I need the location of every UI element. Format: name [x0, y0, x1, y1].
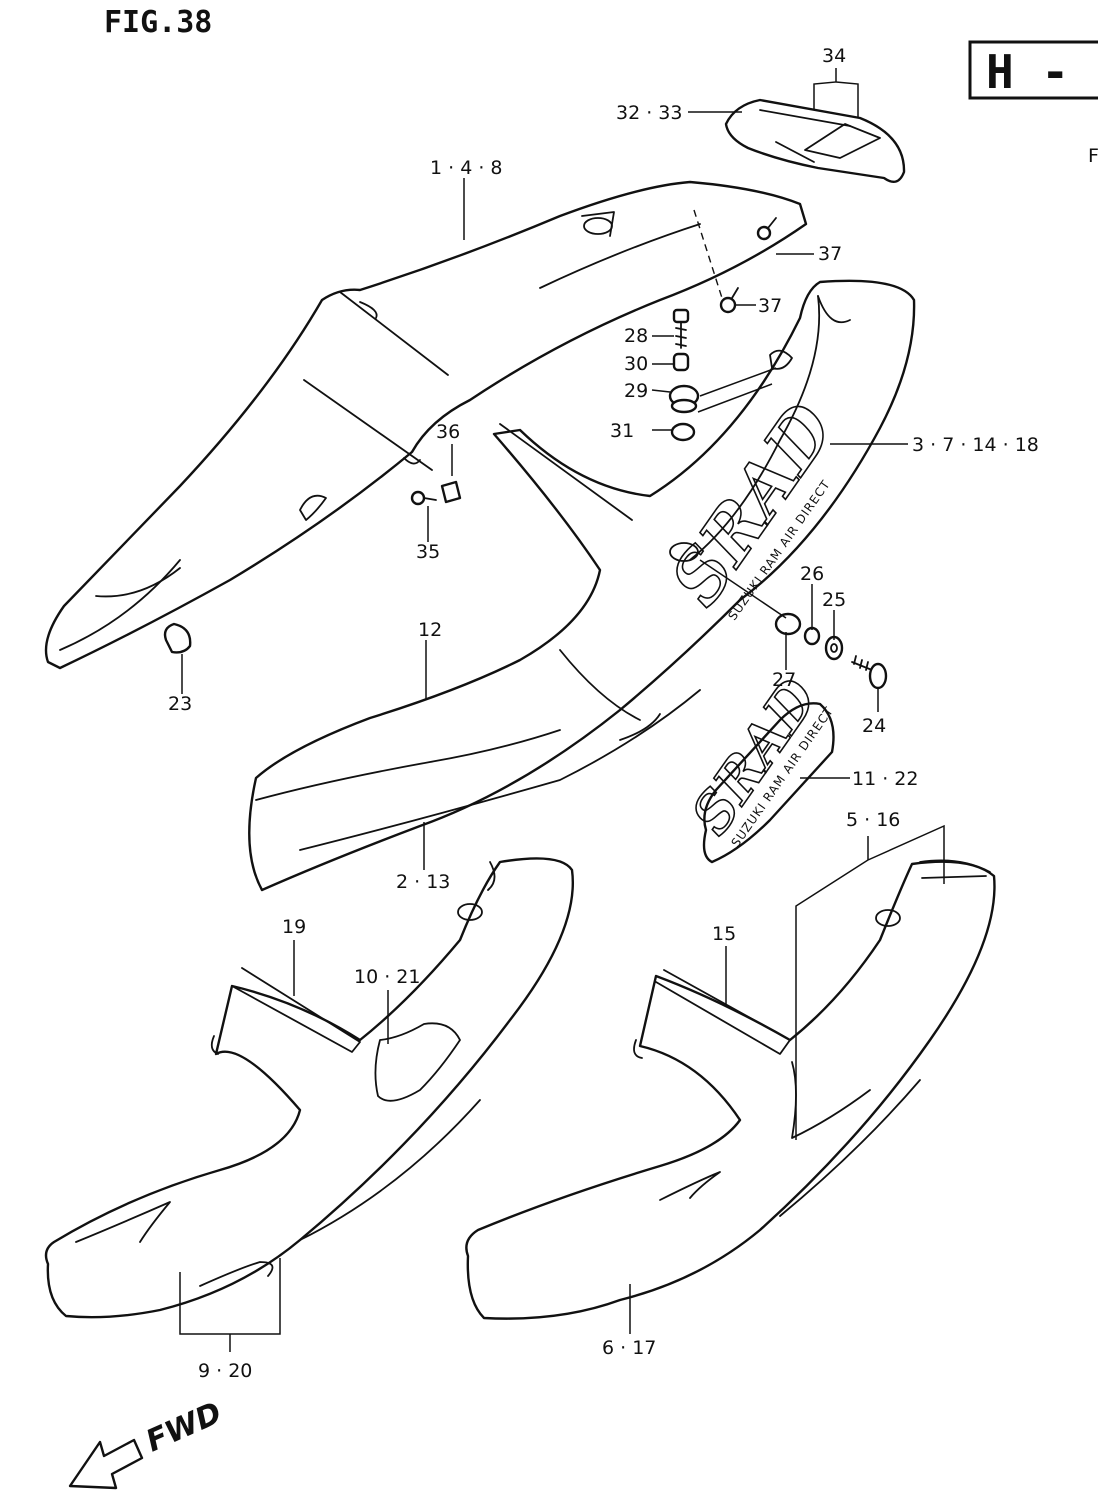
collar-30-icon [672, 352, 690, 372]
figure-title: FIG.38 [104, 5, 212, 40]
callout-32-33: 32 · 33 [616, 102, 682, 124]
grommet-29-icon [668, 384, 700, 414]
section-code-box: H - 1 [968, 40, 1098, 100]
callout-35: 35 [416, 541, 440, 563]
forward-direction-indicator: FWD [68, 1395, 227, 1490]
grommet-27-icon [774, 612, 802, 636]
clip-36-icon [440, 480, 462, 504]
callout-29: 29 [624, 380, 648, 402]
seat-tail-cover [44, 180, 808, 670]
section-code: H - 1 [986, 45, 1098, 99]
frame-cover-right [248, 279, 916, 892]
frame-cover-left [44, 857, 574, 1319]
bolt-28-icon [672, 308, 690, 349]
callout-11-22: 11 · 22 [852, 768, 918, 790]
screw-37-lower-icon [719, 287, 739, 314]
callout-1-4-8: 1 · 4 · 8 [430, 157, 503, 179]
callout-9-20: 9 · 20 [198, 1360, 252, 1382]
callout-26: 26 [800, 563, 824, 585]
callout-23: 23 [168, 693, 192, 715]
leader-lines [179, 68, 945, 1352]
seat-tail-cap [724, 98, 906, 184]
frame-cover-lower-right [465, 859, 996, 1320]
callout-19: 19 [282, 916, 306, 938]
callout-12: 12 [418, 619, 442, 641]
callout-34: 34 [822, 45, 846, 67]
callout-28: 28 [624, 325, 648, 347]
washer-25-icon [824, 635, 844, 661]
collar-26-icon [803, 626, 821, 646]
callout-2-13: 2 · 13 [396, 871, 450, 893]
emblem-decal: SRAD SUZUKI RAM AIR DIRECT [677, 666, 836, 864]
callout-10-21: 10 · 21 [354, 966, 420, 988]
callout-37-lower: 37 [758, 295, 782, 317]
callout-36: 36 [436, 421, 460, 443]
callout-5-16: 5 · 16 [846, 809, 900, 831]
callout-30: 30 [624, 353, 648, 375]
callout-37-upper: 37 [818, 243, 842, 265]
callout-24: 24 [862, 715, 886, 737]
edge-letter: F [1088, 145, 1098, 167]
fwd-label: FWD [141, 1395, 227, 1459]
bolt-24-icon [851, 655, 888, 690]
callout-labels: 34 32 · 33 1 · 4 · 8 37 37 28 30 29 31 3… [168, 45, 1039, 1382]
callout-15: 15 [712, 923, 736, 945]
screw-37-upper-icon [756, 217, 777, 241]
screw-35-icon [410, 490, 437, 506]
cushion-23-icon [163, 622, 192, 654]
callout-6-17: 6 · 17 [602, 1337, 656, 1359]
callout-3-7-14-18: 3 · 7 · 14 · 18 [912, 434, 1039, 456]
callout-31: 31 [610, 420, 634, 442]
callout-27: 27 [772, 669, 796, 691]
callout-25: 25 [822, 589, 846, 611]
nut-31-icon [670, 422, 696, 442]
